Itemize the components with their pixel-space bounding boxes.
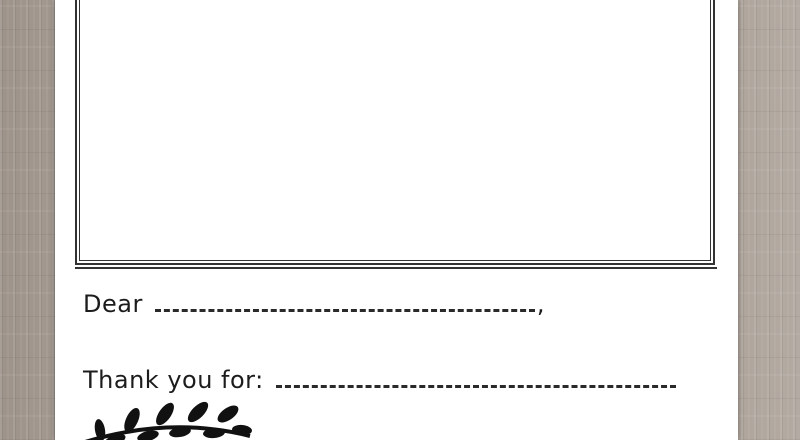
thanks-blank[interactable]	[275, 381, 676, 388]
drawing-box	[75, 0, 715, 265]
laurel-branch-icon	[84, 401, 252, 440]
dear-line: Dear,	[83, 290, 545, 318]
dear-label: Dear	[83, 290, 143, 318]
section-divider	[75, 267, 717, 269]
thank-you-card: Dear, Thank you for:	[55, 0, 738, 440]
thanks-line: Thank you for:	[83, 366, 676, 394]
dear-name-blank[interactable]	[154, 305, 535, 312]
thanks-label: Thank you for:	[83, 366, 264, 394]
dear-comma: ,	[536, 290, 545, 318]
